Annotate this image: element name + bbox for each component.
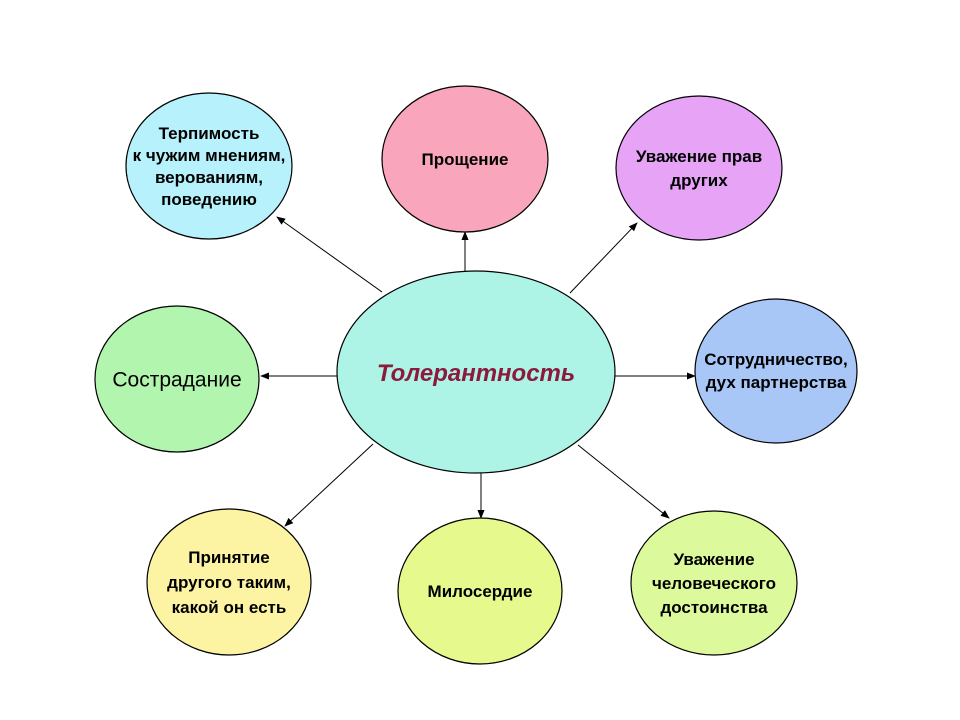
node-ellipse-terpimost (125, 92, 293, 240)
arrow-uvazhenie-dostoinstva (577, 444, 670, 519)
node-ellipse-miloserdie (397, 517, 563, 665)
arrow-uvazhenie-prav (569, 222, 638, 294)
node-label-line: поведению (161, 190, 257, 209)
node-terpimost: Терпимость к чужим мнениям, верованиям, пов… (125, 92, 293, 240)
node-ellipse-uvazhenie-dostoinstva (630, 510, 798, 656)
node-miloserdie: Милосердие (397, 517, 563, 665)
node-prinyatie: Принятие другого таким, какой он есть (146, 508, 312, 656)
node-label-line: к чужим мнениям, (133, 146, 286, 165)
node-label-prinyatie: Принятие другого таким, какой он есть (167, 548, 291, 617)
node-label-line: Сострадание (112, 368, 241, 391)
arrow-group (260, 216, 696, 527)
node-label-terpimost: Терпимость к чужим мнениям, верованиям, пов… (133, 124, 286, 209)
node-ellipse-prinyatie (146, 508, 312, 656)
node-label-uvazhenie-dostoinstva: Уважение человеческого достоинства (652, 550, 776, 617)
node-ellipse-sotrudnichestvo (694, 298, 858, 444)
center-ellipse (336, 270, 616, 474)
node-label-line: Принятие (188, 548, 269, 567)
node-ellipse-uvazhenie-prav (615, 95, 783, 241)
arrow-terpimost (276, 216, 383, 293)
node-label-line: Сотрудничество, (704, 350, 847, 369)
node-label-line: Уважение прав (636, 147, 762, 166)
node-sotrudnichestvo: Сотрудничество, дух партнерства (694, 298, 858, 444)
center-label: Толерантность (377, 360, 575, 387)
node-label-line: Уважение (673, 550, 754, 569)
node-label-line: верованиям, (155, 168, 263, 187)
node-group: Терпимость к чужим мнениям, верованиям, пов… (94, 85, 858, 665)
node-label-sotrudnichestvo: Сотрудничество, дух партнерства (704, 350, 847, 392)
node-label-line: Прощение (422, 150, 509, 169)
node-uvazhenie-dostoinstva: Уважение человеческого достоинства (630, 510, 798, 656)
node-label-line: другого таким, (167, 573, 291, 592)
node-label-proshchenie: Прощение (422, 150, 509, 169)
node-proshchenie: Прощение (381, 85, 549, 233)
node-sostradanie: Сострадание (94, 305, 260, 453)
node-label-line: дух партнерства (706, 373, 847, 392)
node-ellipse-proshchenie (381, 85, 549, 233)
node-label-line: других (670, 171, 728, 190)
node-uvazhenie-prav: Уважение прав других (615, 95, 783, 241)
node-label-line: человеческого (652, 574, 776, 593)
arrow-prinyatie (284, 443, 374, 527)
node-label-line: Милосердие (428, 582, 533, 601)
node-label-line: какой он есть (172, 598, 287, 617)
node-label-miloserdie: Милосердие (428, 582, 533, 601)
node-label-uvazhenie-prav: Уважение прав других (636, 147, 762, 190)
node-label-line: достоинства (660, 598, 768, 617)
center-node: Толерантность (336, 270, 616, 474)
node-label-sostradanie: Сострадание (112, 368, 241, 391)
node-label-line: Терпимость (159, 124, 260, 143)
node-ellipse-sostradanie (94, 305, 260, 453)
